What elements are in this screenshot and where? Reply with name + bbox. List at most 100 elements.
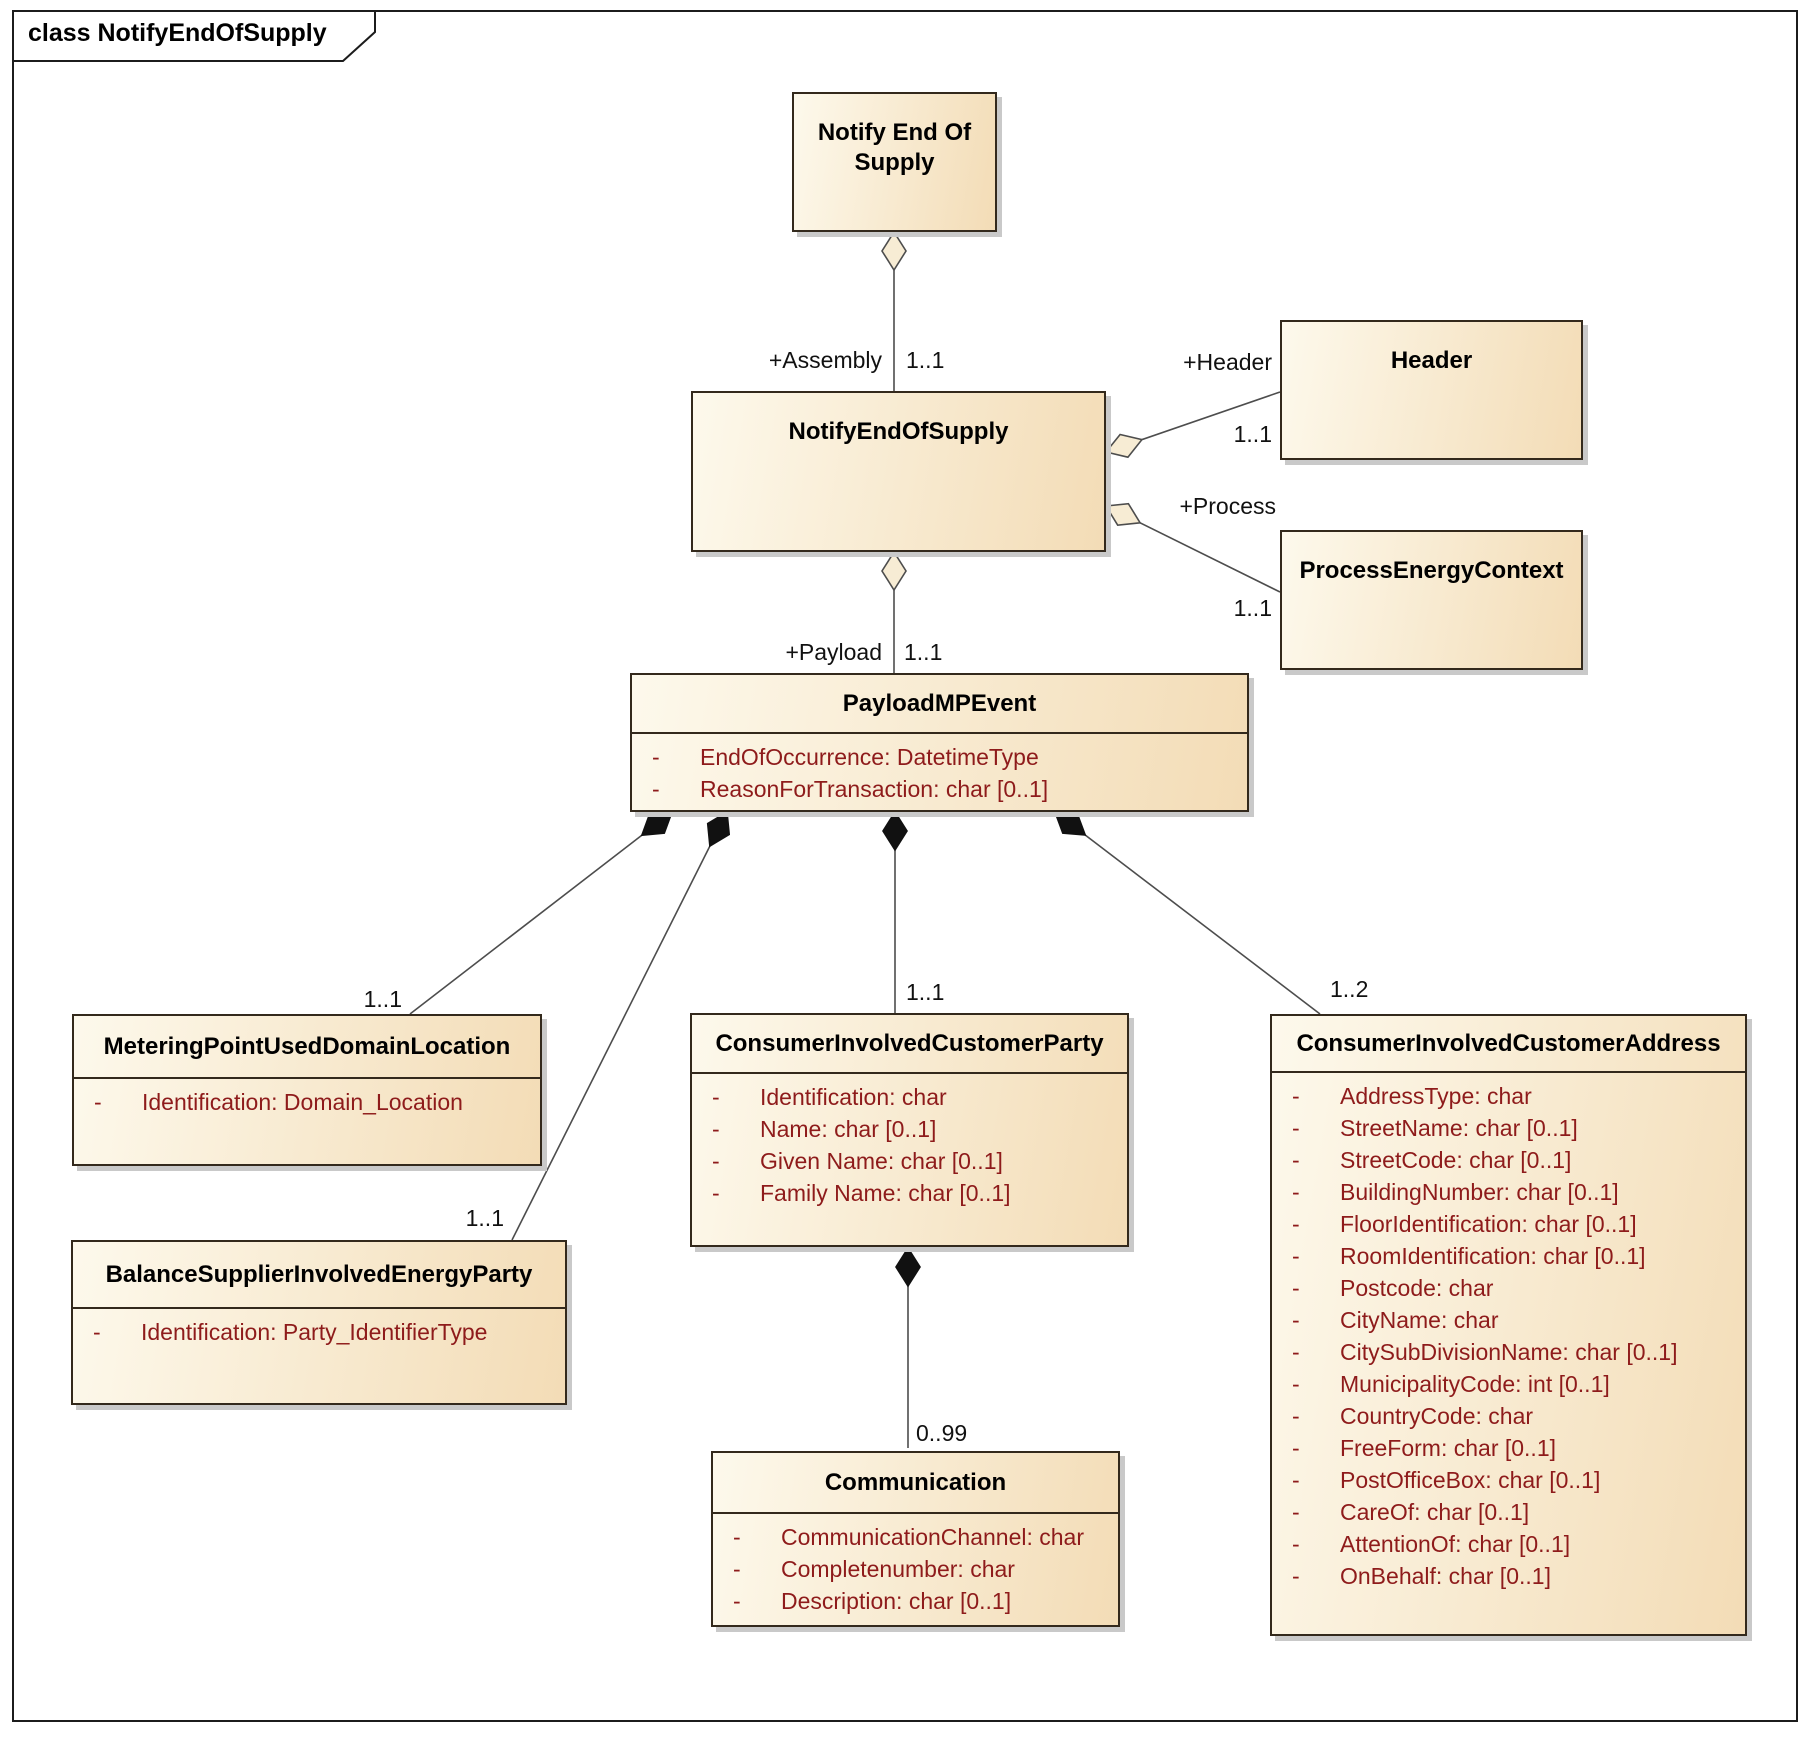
visibility-dash: - bbox=[94, 1089, 102, 1115]
diagram-title-tab: class NotifyEndOfSupply bbox=[12, 10, 394, 64]
attribute-row: - CareOf: char [0..1] bbox=[1292, 1496, 1741, 1528]
attribute-list: -Identification: Party_IdentifierType bbox=[73, 1309, 565, 1348]
visibility-dash: - bbox=[1292, 1307, 1300, 1333]
visibility-dash: - bbox=[712, 1084, 720, 1110]
class-title: ConsumerInvolvedCustomerParty bbox=[692, 1015, 1127, 1074]
attribute-list: - EndOfOccurrence: DatetimeType - ReasonFor… bbox=[632, 734, 1247, 805]
class-title-line: NotifyEndOfSupply bbox=[788, 418, 1009, 445]
attribute-text: AttentionOf: char [0..1] bbox=[1340, 1531, 1571, 1557]
class-title-line: ProcessEnergyContext bbox=[1299, 557, 1564, 584]
class-title-line: Supply bbox=[854, 149, 935, 176]
class-title: Notify End Of Supply bbox=[794, 94, 995, 230]
attribute-list: - CommunicationChannel: char - Completenumb… bbox=[713, 1514, 1118, 1617]
visibility-dash: - bbox=[712, 1116, 720, 1142]
visibility-dash: - bbox=[733, 1588, 741, 1614]
title-tab-shape bbox=[12, 10, 376, 62]
class-box-notify-end-of-supply-artifact[interactable]: Notify End Of Supply bbox=[792, 92, 997, 232]
attribute-list: -Identification: char-Name: char [0..1]-… bbox=[692, 1074, 1127, 1209]
class-box-consumer-involved-customer-address[interactable]: ConsumerInvolvedCustomerAddress - AddressT… bbox=[1270, 1014, 1747, 1636]
attribute-text: Family Name: char [0..1] bbox=[760, 1180, 1011, 1206]
attribute-row: - Description: char [0..1] bbox=[733, 1585, 1114, 1617]
attribute-row: - BuildingNumber: char [0..1] bbox=[1292, 1176, 1741, 1208]
class-title-line: ConsumerInvolvedCustomerParty bbox=[715, 1029, 1104, 1057]
attribute-text: EndOfOccurrence: DatetimeType bbox=[700, 744, 1039, 770]
attribute-text: CommunicationChannel: char bbox=[781, 1524, 1084, 1550]
attribute-row: - CitySubDivisionName: char [0..1] bbox=[1292, 1336, 1741, 1368]
class-box-consumer-involved-customer-party[interactable]: ConsumerInvolvedCustomerParty -Identifica… bbox=[690, 1013, 1129, 1247]
attribute-row: -Identification: char bbox=[712, 1081, 1123, 1113]
visibility-dash: - bbox=[733, 1556, 741, 1582]
attribute-row: - AttentionOf: char [0..1] bbox=[1292, 1528, 1741, 1560]
attribute-text: RoomIdentification: char [0..1] bbox=[1340, 1243, 1646, 1269]
class-box-balance-supplier-involved-energy-party[interactable]: BalanceSupplierInvolvedEnergyParty -Ident… bbox=[71, 1240, 567, 1405]
visibility-dash: - bbox=[712, 1180, 720, 1206]
attribute-text: BuildingNumber: char [0..1] bbox=[1340, 1179, 1619, 1205]
visibility-dash: - bbox=[1292, 1275, 1300, 1301]
class-title: NotifyEndOfSupply bbox=[693, 393, 1104, 550]
class-title-line: Header bbox=[1390, 347, 1473, 374]
attribute-text: ReasonForTransaction: char [0..1] bbox=[700, 776, 1049, 802]
class-box-communication[interactable]: Communication - CommunicationChannel: char… bbox=[711, 1451, 1120, 1627]
attribute-text: FreeForm: char [0..1] bbox=[1340, 1435, 1557, 1461]
attribute-text: Completenumber: char bbox=[781, 1556, 1015, 1582]
attribute-row: - FloorIdentification: char [0..1] bbox=[1292, 1208, 1741, 1240]
visibility-dash: - bbox=[1292, 1499, 1300, 1525]
attribute-row: -RoomIdentification: char [0..1] bbox=[1292, 1240, 1741, 1272]
attribute-row: -StreetCode: char [0..1] bbox=[1292, 1144, 1741, 1176]
attribute-row: - OnBehalf: char [0..1] bbox=[1292, 1560, 1741, 1592]
attribute-row: - Name: char [0..1] bbox=[712, 1113, 1123, 1145]
visibility-dash: - bbox=[652, 776, 660, 802]
attribute-text: Identification: Domain_Location bbox=[142, 1089, 463, 1115]
visibility-dash: - bbox=[733, 1524, 741, 1550]
visibility-dash: - bbox=[1292, 1179, 1300, 1205]
attribute-text: Given Name: char [0..1] bbox=[760, 1148, 1003, 1174]
attribute-list: - AddressType: char -StreetName: char [0..… bbox=[1272, 1073, 1745, 1592]
attribute-text: MunicipalityCode: int [0..1] bbox=[1340, 1371, 1610, 1397]
visibility-dash: - bbox=[1292, 1211, 1300, 1237]
visibility-dash: - bbox=[652, 744, 660, 770]
class-title: ProcessEnergyContext bbox=[1282, 532, 1581, 668]
class-title: Header bbox=[1282, 322, 1581, 458]
attribute-row: - ReasonForTransaction: char [0..1] bbox=[652, 773, 1243, 805]
attribute-text: CountryCode: char bbox=[1340, 1403, 1534, 1429]
class-box-notify-end-of-supply[interactable]: NotifyEndOfSupply bbox=[691, 391, 1106, 552]
attribute-row: - Family Name: char [0..1] bbox=[712, 1177, 1123, 1209]
attribute-text: Postcode: char bbox=[1340, 1275, 1494, 1301]
attribute-row: -PostOfficeBox: char [0..1] bbox=[1292, 1464, 1741, 1496]
class-title-line: Communication bbox=[824, 1468, 1007, 1496]
visibility-dash: - bbox=[1292, 1339, 1300, 1365]
attribute-text: CareOf: char [0..1] bbox=[1340, 1499, 1530, 1525]
attribute-text: OnBehalf: char [0..1] bbox=[1340, 1563, 1551, 1589]
visibility-dash: - bbox=[1292, 1563, 1300, 1589]
class-title: PayloadMPEvent bbox=[632, 675, 1247, 734]
attribute-text: Description: char [0..1] bbox=[781, 1588, 1012, 1614]
class-title-line: Notify End Of bbox=[817, 119, 972, 146]
visibility-dash: - bbox=[1292, 1371, 1300, 1397]
visibility-dash: - bbox=[1292, 1435, 1300, 1461]
class-title: BalanceSupplierInvolvedEnergyParty bbox=[73, 1242, 565, 1309]
attribute-row: -CityName: char bbox=[1292, 1304, 1741, 1336]
attribute-text: CitySubDivisionName: char [0..1] bbox=[1340, 1339, 1678, 1365]
class-box-payload-mp-event[interactable]: PayloadMPEvent - EndOfOccurrence: Datetime… bbox=[630, 673, 1249, 812]
attribute-text: AddressType: char bbox=[1340, 1083, 1532, 1109]
class-title-line: BalanceSupplierInvolvedEnergyParty bbox=[105, 1260, 533, 1288]
attribute-text: Name: char [0..1] bbox=[760, 1116, 937, 1142]
attribute-row: -Identification: Party_IdentifierType bbox=[93, 1316, 561, 1348]
class-box-process-energy-context[interactable]: ProcessEnergyContext bbox=[1280, 530, 1583, 670]
attribute-row: -Given Name: char [0..1] bbox=[712, 1145, 1123, 1177]
visibility-dash: - bbox=[1292, 1147, 1300, 1173]
attribute-text: FloorIdentification: char [0..1] bbox=[1340, 1211, 1637, 1237]
class-title-line: MeteringPointUsedDomainLocation bbox=[103, 1032, 511, 1060]
attribute-text: PostOfficeBox: char [0..1] bbox=[1340, 1467, 1601, 1493]
visibility-dash: - bbox=[1292, 1083, 1300, 1109]
class-box-header[interactable]: Header bbox=[1280, 320, 1583, 460]
class-title: ConsumerInvolvedCustomerAddress bbox=[1272, 1016, 1745, 1073]
class-box-metering-point-used-domain-location[interactable]: MeteringPointUsedDomainLocation - Identifi… bbox=[72, 1014, 542, 1166]
attribute-row: - Postcode: char bbox=[1292, 1272, 1741, 1304]
class-title: MeteringPointUsedDomainLocation bbox=[74, 1016, 540, 1079]
attribute-row: - Identification: Domain_Location bbox=[94, 1086, 536, 1118]
visibility-dash: - bbox=[1292, 1531, 1300, 1557]
attribute-row: -StreetName: char [0..1] bbox=[1292, 1112, 1741, 1144]
